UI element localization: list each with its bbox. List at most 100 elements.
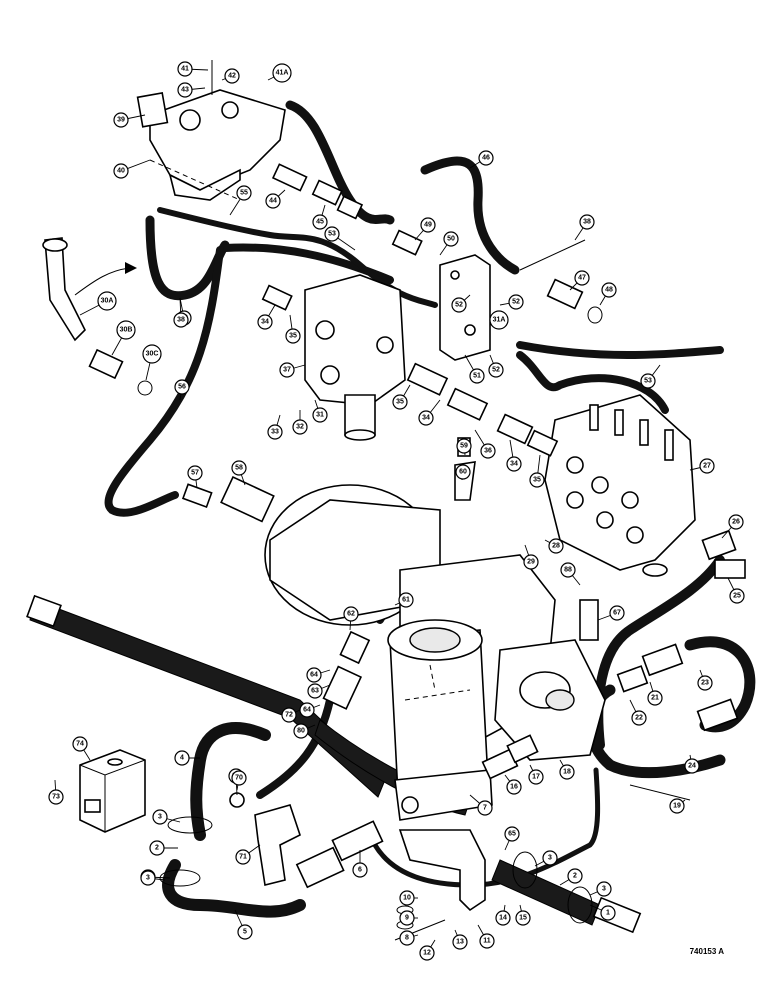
callout-circle [418,410,434,426]
callout-number: 19 [673,803,681,810]
callout-circle [281,707,297,723]
callout-number: 30A [101,298,114,305]
callout-number: 1 [606,910,610,917]
callout-circle [97,291,117,311]
callout-circle [187,465,203,481]
callout-circle [392,394,408,410]
callout-56: 56 [174,379,190,395]
callout-2: 2 [567,868,583,884]
callout-number: 72 [285,712,293,719]
callout-19: 19 [669,798,685,814]
callout-35: 35 [285,328,301,344]
callout-16: 16 [506,779,522,795]
callout-11: 11 [479,933,495,949]
callout-53: 53 [640,373,656,389]
callout-circle [177,61,193,77]
callout-64: 64 [306,667,322,683]
upper-valve [136,89,286,201]
callout-circle [420,217,436,233]
callout-number: 63 [311,688,319,695]
callout-28: 28 [548,538,564,554]
callout-8: 8 [399,930,415,946]
callout-number: 50 [447,236,455,243]
callout-circle [152,809,168,825]
callout-number: 67 [613,610,621,617]
callout-number: 35 [396,399,404,406]
callout-53: 53 [324,226,340,242]
callout-circle [495,910,511,926]
callout-14: 14 [495,910,511,926]
callout-circle [542,850,558,866]
callout-circle [312,214,328,230]
callout-number: 52 [455,302,463,309]
callout-3: 3 [152,809,168,825]
callout-5: 5 [237,924,253,940]
callout-circle [504,826,520,842]
callout-59: 59 [456,438,472,454]
callout-circle [697,675,713,691]
callout-52: 52 [451,297,467,313]
callout-number: 34 [510,461,518,468]
callout-circle [451,297,467,313]
callout-number: 14 [499,915,507,922]
callout-number: 58 [235,465,243,472]
callout-number: 38 [177,317,185,324]
callout-circle [579,214,595,230]
callout-circle [265,193,281,209]
callout-number: 39 [117,117,125,124]
callout-2: 2 [149,840,165,856]
callout-circle [224,68,240,84]
callout-21: 21 [647,690,663,706]
callout-number: 2 [155,845,159,852]
callout-42: 42 [224,68,240,84]
callout-circle [728,514,744,530]
callout-number: 2 [573,873,577,880]
callout-circle [574,270,590,286]
callout-circle [479,933,495,949]
callout-18: 18 [559,764,575,780]
callout-circle [729,588,745,604]
callout-number: 61 [402,597,410,604]
multi-section-valve [544,394,696,577]
callout-circle [631,710,647,726]
callout-57: 57 [187,465,203,481]
callout-number: 80 [297,728,305,735]
callout-35: 35 [392,394,408,410]
callout-circle [267,424,283,440]
callout-55: 55 [236,185,252,201]
callout-circle [174,750,190,766]
callout-circle [149,840,165,856]
callout-circle [343,606,359,622]
callout-circle [116,320,136,340]
callout-circle [600,905,616,921]
callout-number: 6 [358,867,362,874]
callout-65: 65 [504,826,520,842]
callout-circle [489,310,509,330]
callout-39: 39 [113,112,129,128]
callout-circle [173,312,189,328]
callout-circle [399,930,415,946]
callout-number: 3 [146,875,150,882]
callout-44: 44 [265,193,281,209]
callout-33: 33 [267,424,283,440]
callout-1: 1 [600,905,616,921]
callout-80: 80 [293,723,309,739]
callout-circle [237,924,253,940]
callout-circle [601,282,617,298]
callout-number: 35 [533,477,541,484]
callout-51: 51 [469,368,485,384]
callout-circle [306,667,322,683]
callout-circle [647,690,663,706]
callout-number: 13 [456,939,464,946]
callout-number: 55 [240,190,248,197]
callout-circle [443,231,459,247]
callout-number: 46 [482,155,490,162]
callout-circle [235,849,251,865]
callout-number: 10 [403,895,411,902]
callout-circle [48,789,64,805]
callout-number: 65 [508,831,516,838]
callout-60: 60 [455,464,471,480]
callout-circle [399,910,415,926]
callout-circle [523,554,539,570]
callout-number: 73 [52,794,60,801]
